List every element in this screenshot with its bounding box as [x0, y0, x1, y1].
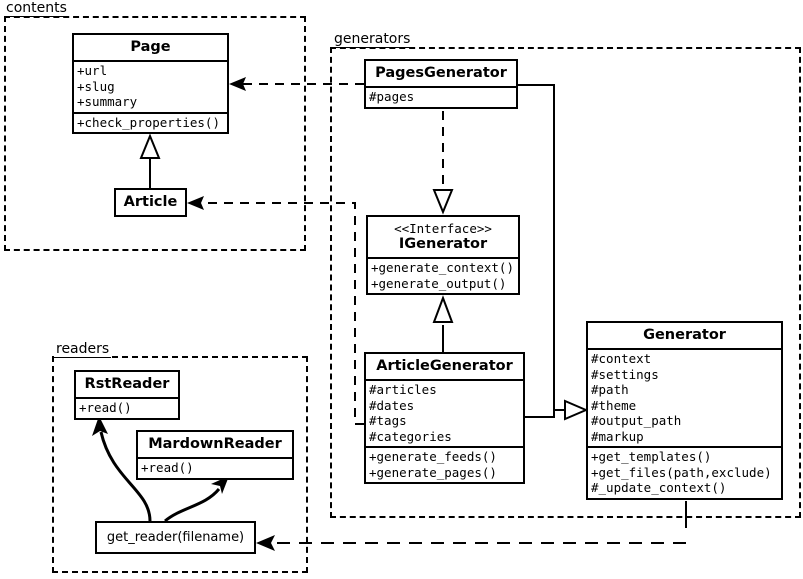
- package-generators-frame: [330, 47, 801, 518]
- stereotype-interface: <<Interface>>: [394, 221, 492, 236]
- methods-compartment-page: +check_properties(): [74, 111, 227, 133]
- attributes-compartment-articlegenerator: #articles #dates #tags #categories: [366, 379, 523, 446]
- class-name-pagesgenerator: PagesGenerator: [375, 65, 507, 81]
- edge-pagesgenerator-to-generator: [518, 84, 566, 411]
- attribute-row: #dates: [369, 397, 415, 413]
- attribute-row: #settings: [591, 366, 659, 382]
- method-row: +check_properties(): [77, 114, 220, 130]
- attributes-compartment-pagesgenerator: #pages: [366, 86, 516, 107]
- edge-pagesgenerator-to-page: [229, 77, 364, 91]
- package-label-contents: contents: [4, 0, 69, 17]
- attribute-row: +url: [77, 63, 108, 78]
- attribute-row: #theme: [591, 397, 637, 413]
- attribute-row: #output_path: [591, 413, 682, 428]
- methods-compartment-mardownreader: +read(): [138, 457, 292, 478]
- attributes-compartment-page: +url +slug +summary: [74, 60, 227, 112]
- methods-compartment-igenerator: +generate_context() +generate_output(): [368, 257, 518, 293]
- method-row: +get_files(path,exclude): [591, 464, 772, 480]
- attribute-row: #context: [591, 351, 652, 366]
- function-name-get-reader: get_reader(filename): [106, 530, 245, 545]
- method-row: +get_templates(): [591, 449, 712, 464]
- class-box-page[interactable]: Page +url +slug +summary +check_properti…: [72, 33, 229, 134]
- function-box-get-reader[interactable]: get_reader(filename): [95, 521, 256, 554]
- methods-compartment-rstreader: +read(): [76, 397, 178, 418]
- package-readers-frame: [52, 356, 308, 573]
- method-row: +generate_feeds(): [369, 449, 497, 464]
- edge-articlegenerator-to-igenerator: [432, 295, 454, 352]
- methods-compartment-articlegenerator: +generate_feeds() +generate_pages(): [366, 446, 523, 482]
- class-name-articlegenerator: ArticleGenerator: [376, 358, 513, 374]
- attribute-row: #articles: [369, 382, 437, 397]
- method-row: +read(): [141, 460, 194, 475]
- attribute-row: #tags: [369, 413, 407, 428]
- methods-compartment-generator: +get_templates() +get_files(path,exclude…: [588, 446, 781, 498]
- edge-getreader-to-rstreader: [92, 416, 152, 522]
- attributes-compartment-generator: #context #settings #path #theme #output_…: [588, 348, 781, 446]
- class-box-igenerator[interactable]: <<Interface>> IGenerator +generate_conte…: [366, 215, 520, 295]
- attribute-row: +summary: [77, 94, 138, 109]
- attribute-row: +slug: [77, 78, 115, 94]
- class-name-page: Page: [130, 39, 171, 55]
- edge-articlegenerator-to-generator: [525, 399, 589, 421]
- attribute-row: #categories: [369, 428, 452, 444]
- class-name-igenerator: <<Interface>> IGenerator: [368, 217, 518, 257]
- class-box-rstreader[interactable]: RstReader +read(): [74, 370, 180, 420]
- package-contents-frame: [4, 16, 306, 251]
- attribute-row: #pages: [369, 89, 415, 104]
- class-box-generator[interactable]: Generator #context #settings #path #them…: [586, 321, 783, 500]
- method-row: +generate_pages(): [369, 464, 497, 480]
- package-label-generators: generators: [332, 31, 413, 48]
- class-name-rstreader: RstReader: [84, 376, 170, 392]
- class-box-article[interactable]: Article: [114, 188, 187, 217]
- method-row: #_update_context(): [591, 480, 727, 495]
- attribute-row: #markup: [591, 428, 644, 444]
- class-box-pagesgenerator[interactable]: PagesGenerator #pages: [364, 59, 518, 109]
- class-box-mardownreader[interactable]: MardownReader +read(): [136, 430, 294, 480]
- class-name-generator: Generator: [643, 327, 726, 343]
- attribute-row: #path: [591, 382, 629, 397]
- class-name-label: IGenerator: [398, 236, 488, 252]
- edge-getreader-to-mardownreader: [164, 476, 229, 523]
- edge-articlegenerator-to-article: [187, 196, 364, 425]
- edge-article-to-page: [139, 133, 161, 188]
- edge-pagesgenerator-to-igenerator: [432, 111, 454, 215]
- package-label-readers: readers: [54, 341, 112, 358]
- method-row: +generate_context(): [371, 260, 514, 275]
- class-name-mardownreader: MardownReader: [148, 436, 282, 452]
- class-box-articlegenerator[interactable]: ArticleGenerator #articles #dates #tags …: [364, 352, 525, 484]
- edge-generator-to-getreader: [256, 501, 687, 551]
- method-row: +generate_output(): [371, 275, 507, 291]
- class-name-article: Article: [123, 194, 178, 210]
- method-row: +read(): [79, 400, 132, 415]
